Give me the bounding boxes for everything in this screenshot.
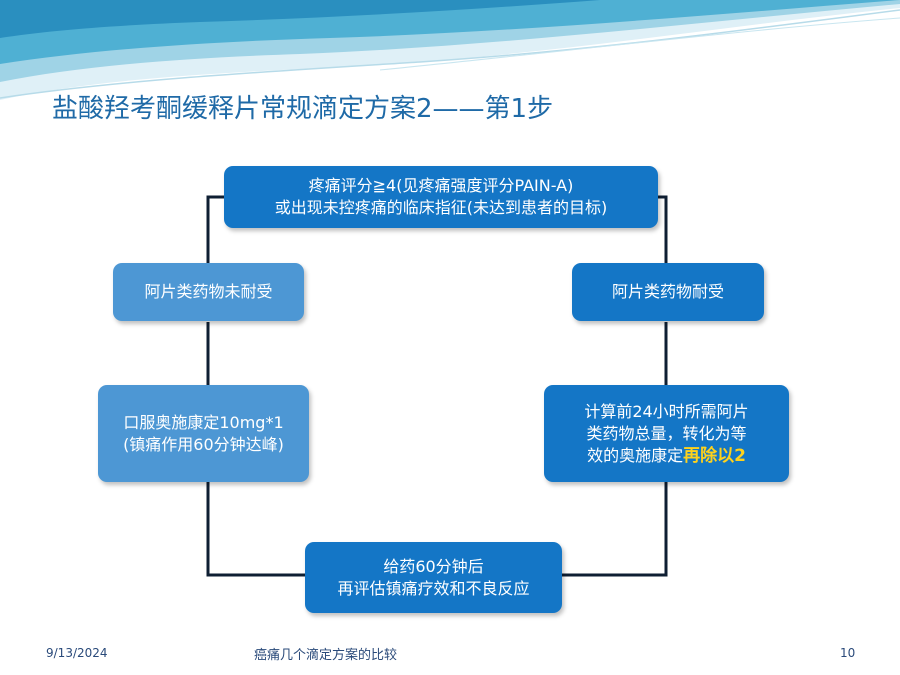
- pain-score-box: 疼痛评分≧4(见疼痛强度评分PAIN-A) 或出现未控疼痛的临床指征(未达到患者…: [224, 166, 658, 228]
- footer-page-number: 10: [840, 646, 856, 660]
- dose-conversion-line2: 类药物总量，转化为等: [586, 423, 747, 443]
- opioid-naive-label: 阿片类药物未耐受: [144, 282, 273, 301]
- footer-date: 9/13/2024: [46, 646, 108, 660]
- reassess-line1: 给药60分钟后: [383, 556, 484, 576]
- opioid-tolerant-label: 阿片类药物耐受: [611, 282, 724, 301]
- reassess-line2: 再评估镇痛疗效和不良反应: [337, 578, 530, 598]
- oral-oxycontin-text: 口服奥施康定: [123, 412, 220, 432]
- opioid-naive-box: 阿片类药物未耐受: [113, 263, 304, 321]
- divide-by-two-highlight: 再除以2: [683, 445, 746, 466]
- oral-oxycontin-dose: 10mg*1: [219, 412, 284, 432]
- pain-score-line1: 疼痛评分≧4(见疼痛强度评分PAIN-A): [308, 176, 574, 195]
- header-wave-decoration: [0, 0, 900, 100]
- oral-oxycontin-box: 口服奥施康定10mg*1 (镇痛作用60分钟达峰): [98, 385, 309, 482]
- dose-conversion-line3: 效的奥施康定: [587, 445, 684, 465]
- reassess-box: 给药60分钟后 再评估镇痛疗效和不良反应: [305, 542, 562, 613]
- footer-subtitle: 癌痛几个滴定方案的比较: [254, 648, 398, 663]
- oral-oxycontin-peak: (镇痛作用60分钟达峰): [123, 434, 284, 454]
- dose-conversion-box: 计算前24小时所需阿片 类药物总量，转化为等 效的奥施康定再除以2: [544, 385, 789, 482]
- dose-conversion-line1: 计算前24小时所需阿片: [584, 401, 749, 421]
- pain-score-line2: 或出现未控疼痛的临床指征(未达到患者的目标): [274, 198, 608, 217]
- slide-title: 盐酸羟考酮缓释片常规滴定方案2——第1步: [52, 94, 554, 124]
- opioid-tolerant-box: 阿片类药物耐受: [572, 263, 764, 321]
